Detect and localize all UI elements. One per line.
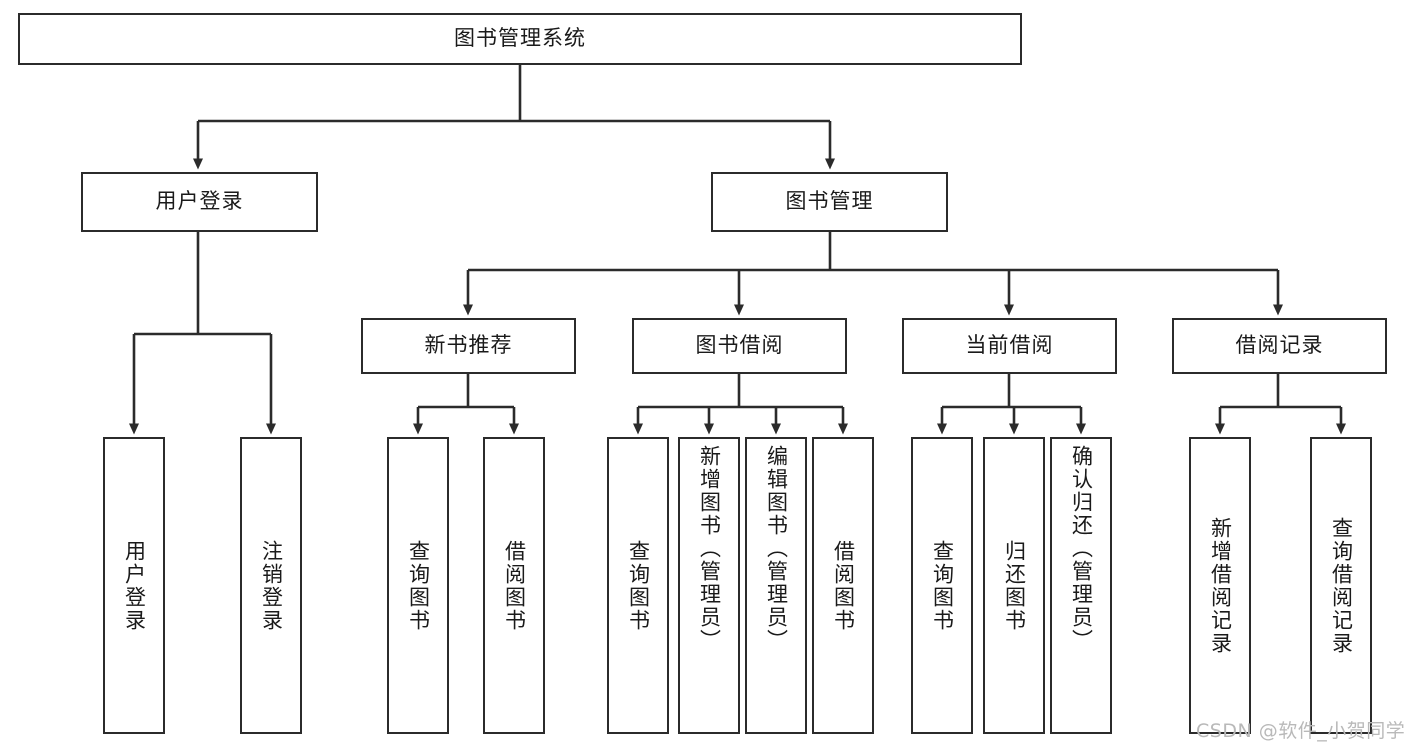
node-leaf-add-book-admin[interactable]: 新增图书（管理员）: [678, 437, 740, 734]
node-leaf-add-borrow-record-label: 新增借阅记录: [1208, 516, 1233, 655]
node-leaf-borrow-book-1-label: 借阅图书: [502, 539, 527, 632]
node-leaf-query-borrow-record[interactable]: 查询借阅记录: [1310, 437, 1372, 734]
edge-group-borrow-record: [1215, 374, 1346, 435]
node-root[interactable]: 图书管理系统: [18, 13, 1022, 65]
node-leaf-return-book-label: 归还图书: [1002, 539, 1027, 632]
node-leaf-borrow-book-2[interactable]: 借阅图书: [812, 437, 874, 734]
node-leaf-borrow-book-1[interactable]: 借阅图书: [483, 437, 545, 734]
node-current-borrow[interactable]: 当前借阅: [902, 318, 1117, 374]
node-book-borrow[interactable]: 图书借阅: [632, 318, 847, 374]
node-leaf-return-book[interactable]: 归还图书: [983, 437, 1045, 734]
node-new-book-recommend-label: 新书推荐: [424, 333, 513, 358]
node-leaf-logout-login[interactable]: 注销登录: [240, 437, 302, 734]
node-borrow-record[interactable]: 借阅记录: [1172, 318, 1387, 374]
node-leaf-query-book-3[interactable]: 查询图书: [911, 437, 973, 734]
edge-group-user-login: [129, 232, 276, 435]
node-leaf-borrow-book-2-label: 借阅图书: [831, 539, 856, 632]
node-leaf-query-book-1-label: 查询图书: [406, 539, 431, 632]
node-leaf-query-borrow-record-label: 查询借阅记录: [1329, 516, 1354, 655]
node-leaf-edit-book-admin-label: 编辑图书（管理员）: [764, 445, 789, 652]
csdn-watermark: CSDN @软件_小贺同学: [1196, 720, 1405, 742]
node-leaf-user-login[interactable]: 用户登录: [103, 437, 165, 734]
node-root-label: 图书管理系统: [454, 26, 586, 51]
node-book-manage[interactable]: 图书管理: [711, 172, 948, 232]
node-leaf-user-login-label: 用户登录: [122, 539, 147, 632]
node-leaf-edit-book-admin[interactable]: 编辑图书（管理员）: [745, 437, 807, 734]
node-leaf-query-book-2-label: 查询图书: [626, 539, 651, 632]
edge-group-current-borrow: [937, 374, 1086, 435]
node-current-borrow-label: 当前借阅: [965, 333, 1054, 358]
node-leaf-query-book-1[interactable]: 查询图书: [387, 437, 449, 734]
edge-group-root: [193, 65, 835, 170]
edge-group-new-book-recommend: [413, 374, 519, 435]
node-user-login[interactable]: 用户登录: [81, 172, 318, 232]
node-leaf-confirm-return-admin-label: 确认归还（管理员）: [1069, 445, 1094, 652]
node-new-book-recommend[interactable]: 新书推荐: [361, 318, 576, 374]
node-leaf-confirm-return-admin[interactable]: 确认归还（管理员）: [1050, 437, 1112, 734]
node-borrow-record-label: 借阅记录: [1235, 333, 1324, 358]
node-book-manage-label: 图书管理: [785, 189, 874, 214]
edge-group-book-borrow: [633, 374, 848, 435]
node-leaf-query-book-3-label: 查询图书: [930, 539, 955, 632]
node-leaf-add-borrow-record[interactable]: 新增借阅记录: [1189, 437, 1251, 734]
node-user-login-label: 用户登录: [155, 189, 244, 214]
node-book-borrow-label: 图书借阅: [695, 333, 784, 358]
node-leaf-query-book-2[interactable]: 查询图书: [607, 437, 669, 734]
edge-group-book-manage: [463, 232, 1283, 316]
node-leaf-logout-login-label: 注销登录: [259, 539, 284, 632]
node-leaf-add-book-admin-label: 新增图书（管理员）: [697, 445, 722, 652]
